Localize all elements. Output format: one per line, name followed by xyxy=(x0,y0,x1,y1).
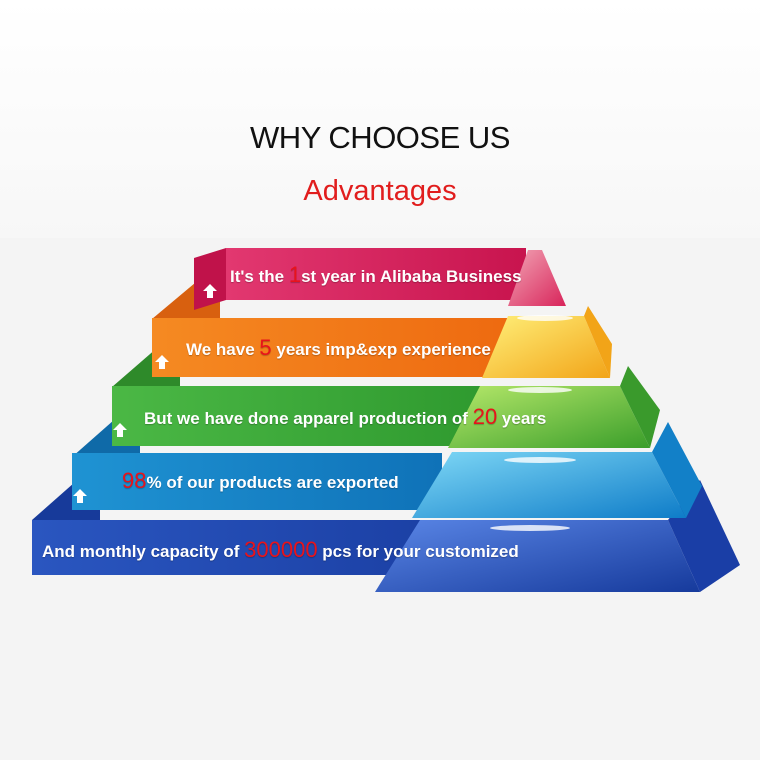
up-arrow-icon xyxy=(113,423,127,437)
page-subtitle: Advantages xyxy=(303,175,457,207)
tier-5-band xyxy=(32,460,740,592)
tier-4-band xyxy=(72,397,702,518)
tier-1-text: It's the 1st year in Alibaba Business xyxy=(230,262,522,287)
tier-3-text: But we have done apparel production of 2… xyxy=(144,404,547,429)
tier-5-text: And monthly capacity of 300000 pcs for y… xyxy=(42,537,519,562)
tier-2-text: We have 5 years imp&exp experience xyxy=(186,335,491,360)
page-title: WHY CHOOSE US xyxy=(250,120,510,155)
tier-2-band xyxy=(152,262,612,378)
up-arrow-icon xyxy=(73,489,87,503)
up-arrow-icon xyxy=(203,284,217,298)
tier-1-band xyxy=(194,248,566,310)
tier-4-text: 98% of our products are exported xyxy=(122,468,399,493)
header-band xyxy=(0,0,760,238)
up-arrow-icon xyxy=(155,355,169,369)
